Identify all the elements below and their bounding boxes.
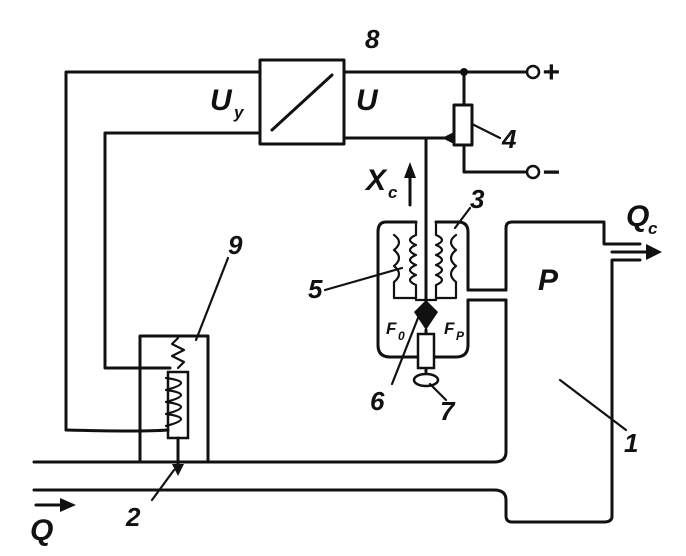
leader-6: [390, 316, 420, 386]
leader-5: [323, 266, 404, 292]
label-f0: F: [386, 319, 397, 338]
label-qc-sub: c: [648, 219, 658, 238]
leader-1: [558, 378, 628, 432]
resistor: [452, 103, 474, 147]
label-3: 3: [470, 184, 485, 214]
resistor-leader: [470, 122, 502, 140]
label-plus: +: [542, 56, 560, 89]
wiper-arrow: [442, 132, 454, 144]
valve-coil: [164, 376, 183, 428]
uy-wire: [103, 131, 262, 370]
label-8: 8: [365, 24, 380, 54]
leader-7: [428, 382, 448, 402]
label-xc: X: [364, 164, 388, 197]
amplifier-block: [258, 58, 346, 146]
label-uy: U: [210, 84, 233, 117]
coil-return-wire: [64, 428, 170, 433]
label-f0-sub: 0: [398, 329, 405, 343]
label-q: Q: [30, 514, 53, 547]
label-xc-sub: c: [388, 183, 398, 202]
leader-3: [453, 206, 472, 230]
bellows-left-wall: [392, 233, 418, 300]
label-fp: F: [444, 319, 455, 338]
top-wire: [64, 70, 262, 432]
resistor-bottom-lead: [462, 143, 527, 174]
label-6: 6: [370, 386, 385, 416]
diaphragm: [414, 300, 438, 330]
leader-9: [194, 256, 230, 342]
valve-tip: [172, 464, 184, 476]
chamber-outline: [32, 220, 642, 524]
inlet-arrow-head: [60, 498, 76, 512]
label-1: 1: [624, 428, 638, 458]
sensor-housing: [376, 220, 470, 359]
chamber-inner: [32, 298, 508, 464]
label-p: P: [538, 264, 559, 297]
minus-terminal: [525, 164, 541, 180]
bellows-left: [408, 220, 428, 302]
outlet-arrow-head: [646, 244, 662, 260]
bellows-right: [424, 220, 444, 302]
xc-arrow-head: [404, 162, 416, 178]
label-7: 7: [440, 396, 456, 426]
valve-spring: [170, 336, 186, 370]
label-minus: −: [542, 156, 560, 189]
label-uy-sub: y: [233, 103, 245, 122]
label-4: 4: [501, 124, 517, 154]
label-5: 5: [308, 274, 323, 304]
label-2: 2: [125, 502, 141, 532]
valve-block: [138, 334, 210, 464]
plus-terminal: [525, 64, 541, 80]
label-9: 9: [228, 230, 243, 260]
label-fp-sub: P: [456, 329, 465, 343]
leader-2: [150, 468, 176, 502]
adjust-screw: [412, 372, 440, 388]
label-u: U: [356, 84, 379, 117]
label-qc: Q: [626, 200, 649, 233]
needle-body: [416, 332, 436, 370]
link-pipe: [466, 288, 508, 302]
bellows-right-wall: [434, 233, 458, 300]
amplifier-diagonal: [270, 73, 334, 132]
